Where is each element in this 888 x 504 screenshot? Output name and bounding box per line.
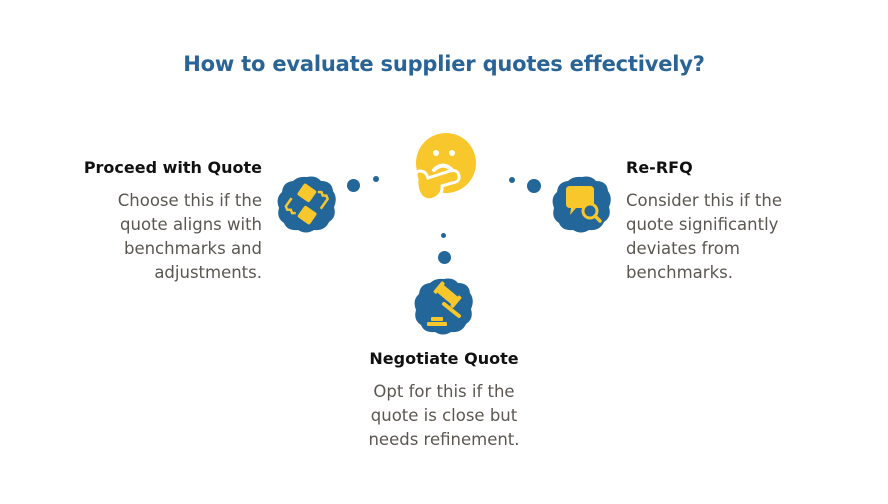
connector-dot [441,233,446,238]
connector-dot [438,251,451,264]
option-heading: Negotiate Quote [369,349,519,368]
gavel-icon [414,278,473,335]
description-line: adjustments. [154,263,262,282]
option-negotiate: Negotiate Quote Opt for this if the quot… [330,349,558,452]
description-line: benchmarks. [626,263,733,282]
handshake-icon [277,176,336,233]
thinking-face-icon [414,133,476,202]
description-line: quote significantly [626,215,779,234]
description-line: deviates from [626,239,740,258]
description-line: Consider this if the [626,191,782,210]
description-line: Opt for this if the [373,382,515,401]
description-line: Choose this if the [117,191,262,210]
option-proceed: Proceed with Quote Choose this if the qu… [20,158,262,285]
connector-dot [527,179,541,193]
option-description: Opt for this if the quote is close but n… [330,380,558,452]
connector-dot [509,177,515,183]
option-description: Consider this if the quote significantly… [626,189,866,285]
connector-dot [347,179,360,192]
diagram-title: How to evaluate supplier quotes effectiv… [183,52,705,76]
option-heading: Proceed with Quote [83,158,262,177]
chat-search-icon [552,176,611,233]
description-line: quote is close but [370,406,518,425]
option-heading: Re-RFQ [626,158,693,177]
description-line: needs refinement. [368,430,520,449]
option-re-rfq: Re-RFQ Consider this if the quote signif… [626,158,866,285]
description-line: benchmarks and [123,239,262,258]
connector-dot [373,176,379,182]
option-description: Choose this if the quote aligns with ben… [20,189,262,285]
description-line: quote aligns with [120,215,262,234]
